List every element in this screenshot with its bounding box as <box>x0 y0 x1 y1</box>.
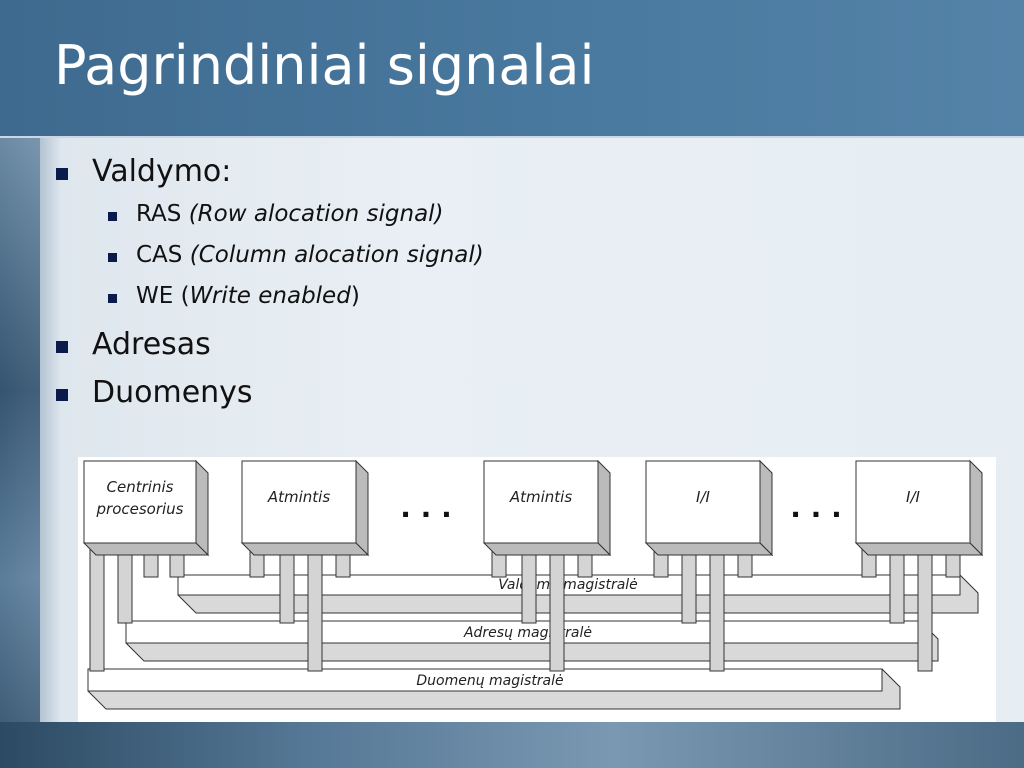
title-bar: Pagrindiniai signalai <box>0 0 1024 138</box>
box-io-1: I/I <box>644 459 774 557</box>
bus-diagram: Valdymo magistralė Adresų magistralė Duo… <box>78 457 996 722</box>
we-open-paren: ( <box>180 283 190 309</box>
control-bus-label: Valdymo magistralė <box>498 577 638 593</box>
bus-diagram-svg: Valdymo magistralė Adresų magistralė Duo… <box>82 459 984 710</box>
bullet-square-icon <box>56 168 68 180</box>
left-decoration <box>0 138 40 768</box>
ellipsis-memory: . . . <box>400 491 451 524</box>
sub-bullet-we: WE (Write enabled) <box>136 283 360 309</box>
we-desc: Write enabled <box>189 283 351 309</box>
sub-bullet-cas: CAS (Column alocation signal) <box>136 242 484 268</box>
cas-abbr: CAS <box>136 242 183 268</box>
box-memory-2-label: Atmintis <box>509 488 572 506</box>
sub-bullet-square-icon <box>108 294 117 303</box>
cas-desc: (Column alocation signal) <box>189 242 484 268</box>
bullet-square-icon <box>56 341 68 353</box>
box-io-2-label: I/I <box>906 488 920 506</box>
box-memory-1: Atmintis <box>240 459 370 557</box>
box-memory-2: Atmintis <box>482 459 612 557</box>
address-bus-label: Adresų magistralė <box>463 625 592 641</box>
bullet-duomenys: Duomenys <box>92 375 253 410</box>
bullet-adresas: Adresas <box>92 327 211 362</box>
bullet-square-icon <box>56 389 68 401</box>
data-bus: Duomenų magistralė <box>87 668 901 710</box>
box-io-1-label: I/I <box>696 488 710 506</box>
we-close-paren: ) <box>350 283 360 309</box>
sub-bullet-ras: RAS (Row alocation signal) <box>136 201 444 227</box>
bottom-decoration <box>0 722 1024 768</box>
ellipsis-io: . . . <box>790 491 841 524</box>
box-io-2: I/I <box>854 459 984 557</box>
box-cpu: Centrinis procesorius <box>82 459 210 557</box>
box-cpu-line1: Centrinis <box>107 478 174 496</box>
ras-abbr: RAS <box>136 201 182 227</box>
we-abbr: WE <box>136 283 174 309</box>
bullet-valdymo: Valdymo: <box>92 154 232 189</box>
data-bus-label: Duomenų magistralė <box>416 673 563 689</box>
address-bus: Adresų magistralė <box>125 620 939 662</box>
control-bus: Valdymo magistralė <box>177 574 979 614</box>
box-cpu-line2: procesorius <box>96 500 184 518</box>
sub-bullet-square-icon <box>108 253 117 262</box>
ras-desc: (Row alocation signal) <box>188 201 444 227</box>
sub-bullet-square-icon <box>108 212 117 221</box>
box-memory-1-label: Atmintis <box>267 488 330 506</box>
diagram-boxes: Centrinis procesorius Atmintis Atmintis … <box>82 459 984 557</box>
slide-title: Pagrindiniai signalai <box>54 34 595 97</box>
